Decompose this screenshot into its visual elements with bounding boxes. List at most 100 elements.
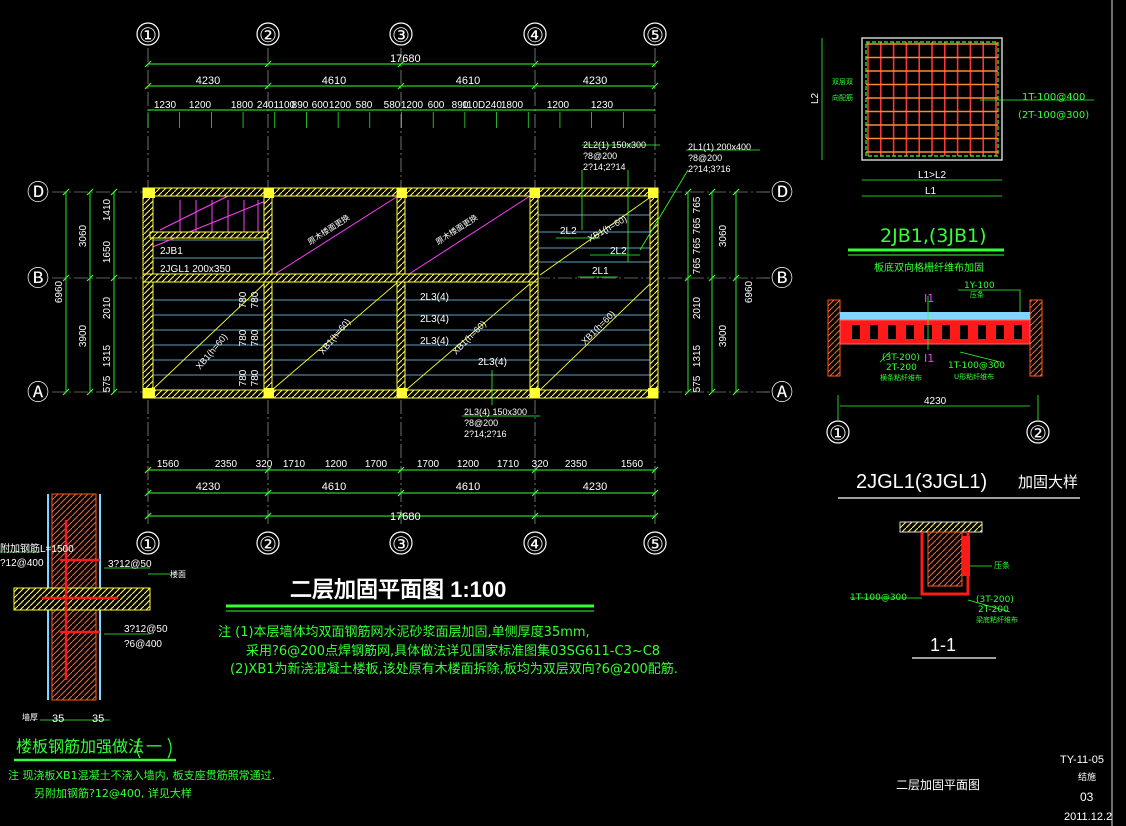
dim-span-top: 4230 xyxy=(583,75,607,87)
dim-left: 1650 xyxy=(102,240,113,263)
jb1-subtitle: 板底双向格栅纤维布加固 xyxy=(874,261,984,274)
columns xyxy=(143,188,658,398)
wall-label-r3: 3?12@50 xyxy=(124,624,168,635)
jgl1-left: 1T-100@300 xyxy=(850,593,907,603)
dim-column: 780 xyxy=(238,291,249,308)
dim-segment-top: 1800 xyxy=(231,100,254,111)
dim-span-bottom: 4230 xyxy=(196,481,220,493)
dimension-ticks xyxy=(62,60,740,520)
jb1-title: 2JB1,(3JB1) xyxy=(880,225,987,247)
jgl1-right-top: 压条 xyxy=(994,560,1010,570)
jgl1-section: 1-1 xyxy=(930,635,956,655)
dim-left-mid: 3900 xyxy=(78,324,89,347)
wall-label-r2: 楼面 xyxy=(170,569,186,579)
axis-label-side: Ⓐ xyxy=(771,380,793,405)
dim-segment-bottom: 1710 xyxy=(283,459,306,470)
axis-bubble xyxy=(523,22,547,46)
dim-segment-top: 600 xyxy=(312,100,329,111)
wall-dim-1: 35 xyxy=(52,713,64,725)
dim-left: 1410 xyxy=(102,198,113,221)
dim-span-bottom: 4610 xyxy=(322,481,346,493)
section-axis-label: ① xyxy=(829,423,847,445)
dim-segment-top: 1230 xyxy=(591,100,614,111)
axis-bubble xyxy=(256,531,280,555)
axis-bubble xyxy=(523,531,547,555)
dim-right: 765 xyxy=(692,237,703,254)
section-dim: 4230 xyxy=(924,396,947,407)
axis-bubble xyxy=(136,22,160,46)
title-num: 03 xyxy=(1080,790,1094,804)
jb1-side-note-1: 双层双 xyxy=(832,78,853,86)
label-l3a: 2L3(4) xyxy=(420,292,449,303)
axis-label: ① xyxy=(139,25,157,47)
section-left-3: 横条粘纤维布 xyxy=(880,373,922,382)
detail-jgl1: 2JGL1(3JGL1) 加固大样 1T-100@300 压条 (3T-200)… xyxy=(838,471,1080,659)
detail-jb1: L2 L1>L2 L1 1T-100@400 (2T-100@300) 双层双 … xyxy=(810,37,1094,274)
axis-label: ④ xyxy=(526,534,544,556)
title-code: TY-11-05 xyxy=(1060,754,1104,766)
axis-label-side: Ⓐ xyxy=(27,380,49,405)
detail-wall: 附加钢筋L=1500 ?12@400 3?12@50 楼面 3?12@50 ?6… xyxy=(0,493,275,800)
dim-segment-top: 580 xyxy=(384,100,401,111)
callout-l3-2: ?8@200 xyxy=(464,418,498,428)
dim-segment-bottom: 1700 xyxy=(365,459,388,470)
section-left-2: 2T-200 xyxy=(886,363,917,373)
dim-total-bottom: 17680 xyxy=(390,511,421,523)
dim-segment-top: 1800 xyxy=(501,100,524,111)
dim-segment-top: 1200 xyxy=(189,100,212,111)
axis-label: ② xyxy=(259,25,277,47)
jb1-side-note-2: 向配筋 xyxy=(832,93,853,102)
label-xb1a: XB1(h=60) xyxy=(194,332,229,372)
grid-lines xyxy=(52,48,770,525)
note-line-1: 注 (1)本层墙体均双面钢筋网水泥砂浆面层加固,单侧厚度35mm, xyxy=(218,624,590,640)
dim-right: 575 xyxy=(692,375,703,392)
note-line-3: (2)XB1为新浇混凝土楼板,该处原有木楼面拆除,板均为双层双向?6@200配筋… xyxy=(230,661,678,677)
dim-segment-bottom: 1560 xyxy=(621,459,644,470)
section-right-2: U形粘纤维布 xyxy=(954,372,994,381)
axis-label: ⑤ xyxy=(646,25,664,47)
axis-bubble xyxy=(136,531,160,555)
dim-segment-top: 2401100 xyxy=(257,100,296,111)
dim-right: 765 xyxy=(692,196,703,213)
dim-left: 1315 xyxy=(102,344,113,367)
axis-label: ④ xyxy=(526,25,544,47)
axis-label: ⑤ xyxy=(646,534,664,556)
dim-segment-bottom: 1710 xyxy=(497,459,520,470)
callout-l1-3: 2?14;3?16 xyxy=(688,164,731,174)
label-xb1b: XB1(h=60) xyxy=(317,317,352,357)
dim-segment-top: 600 xyxy=(428,100,445,111)
callout-l3-1: 2L3(4) 150x300 xyxy=(464,407,527,417)
wall-label-r1: 3?12@50 xyxy=(108,559,152,570)
wall-title-num: 一 xyxy=(146,737,162,756)
dim-column: 780 xyxy=(250,369,261,386)
callout-l3-3: 2?14;2?16 xyxy=(464,429,507,439)
axis-bubble xyxy=(256,22,280,46)
wall-label-thickness: 墙厚 xyxy=(22,712,38,722)
dim-segment-bottom: 1700 xyxy=(417,459,440,470)
dim-span-bottom: 4230 xyxy=(583,481,607,493)
label-l2: 2L2 xyxy=(560,226,577,237)
section-mark: I1 xyxy=(924,292,934,305)
section-right-1: 1T-100@300 xyxy=(948,361,1005,371)
label-jb1: 2JB1 xyxy=(160,246,183,257)
jgl1-suffix: 加固大样 xyxy=(1018,474,1078,491)
jgl1-right-2: 2T-200 xyxy=(978,605,1009,615)
dim-left: 2010 xyxy=(102,296,113,319)
dim-segment-top: 110D240 xyxy=(462,100,502,111)
wall-dim-2: 35 xyxy=(92,713,104,725)
title-type: 结施 xyxy=(1078,771,1096,782)
jb1-dim-l2: L2 xyxy=(810,92,821,104)
jb1-dim-l1b: L1 xyxy=(925,186,937,197)
dim-span-top: 4610 xyxy=(322,75,346,87)
callout-l2-1: 2L2(1) 150x300 xyxy=(583,140,646,150)
callout-l1-1: 2L1(1) 200x400 xyxy=(688,142,751,152)
note-line-2: 采用?6@200点焊钢筋网,具体做法详见国家标准图集03SG611-C3~C8 xyxy=(246,643,660,659)
dim-segment-top: 1230 xyxy=(154,100,177,111)
wall-note-2: 另附加钢筋?12@400, 详见大样 xyxy=(34,786,192,800)
section-axis-label: ② xyxy=(1029,423,1047,445)
jb1-rebar-1: 1T-100@400 xyxy=(1022,92,1085,103)
axis-label: ③ xyxy=(392,534,410,556)
